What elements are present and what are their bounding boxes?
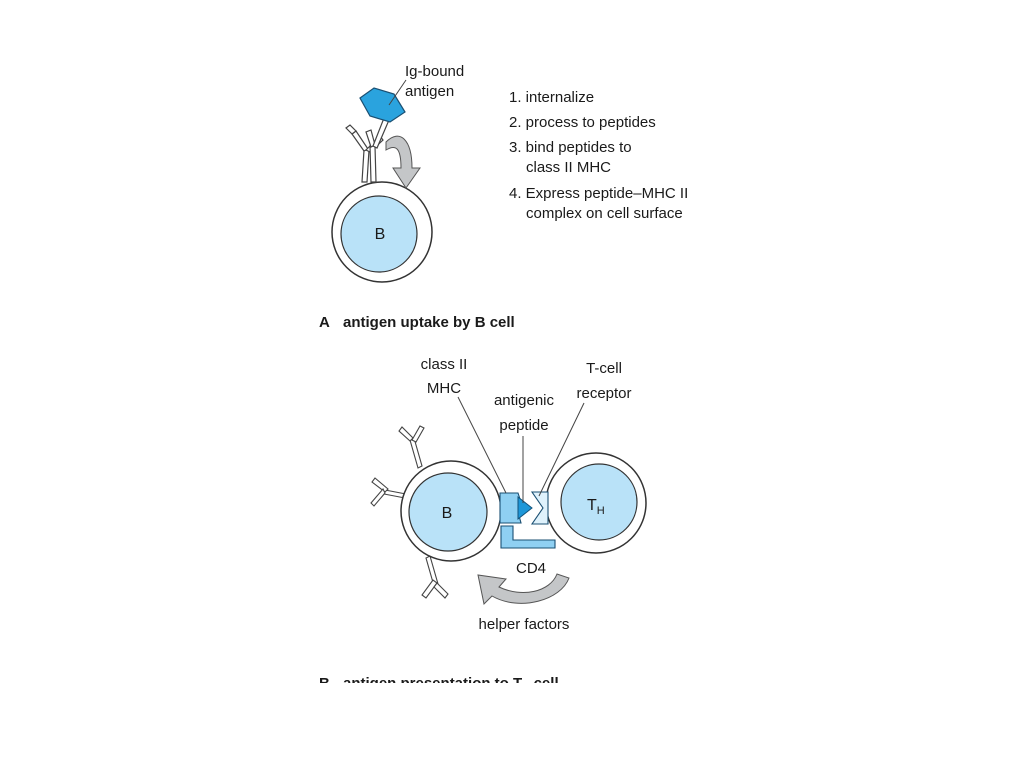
mhc-label-2: MHC [427,380,461,397]
th-cell-nucleus [560,463,638,541]
b-cell-label-b: B [442,505,453,522]
helper-factors-label: helper factors [479,616,570,633]
peptide-label-2: peptide [499,417,548,434]
tcr-label-1: T-cell [586,360,622,377]
mhc-label-1: class II [421,356,468,373]
panel-b: B TH class II MHC T-cell receptor antige… [319,356,647,694]
antibody-icon-b3 [421,555,449,599]
tcr-leader-line [538,402,585,497]
th-main: T [587,497,597,514]
step-1: 1. internalize [509,89,594,106]
antigenic-peptide-icon [517,495,533,521]
cd4-icon [500,525,556,549]
panel-a: B Ig-bound antigen 1. internalize 2. pro… [319,63,688,331]
th-cell-label: TH [587,497,605,517]
peptide-label-1: antigenic [494,392,555,409]
steps-list: 1. internalize 2. process to peptides 3.… [509,89,688,222]
step-4a: 4. Express peptide–MHC II [509,185,688,202]
tcr-label-2: receptor [576,385,631,402]
step-3b: class II MHC [526,159,611,176]
step-2: 2. process to peptides [509,114,656,131]
th-sub: H [597,505,605,517]
step-3a: 3. bind peptides to [509,139,632,156]
antigen-leader-line [388,79,407,106]
bottom-clip-mask [0,683,1024,768]
internalize-arrow-icon [385,135,421,189]
antigen-icon [359,87,406,123]
antibody-icon-b1 [398,425,425,469]
helper-factors-arrow-icon [477,573,570,606]
step-4b: complex on cell surface [526,205,683,222]
ig-bound-label-2: antigen [405,83,454,100]
b-cell-nucleus-b [408,472,488,552]
t-cell-receptor-icon [530,491,549,525]
caption-a-text: antigen uptake by B cell [343,314,515,331]
ig-bound-label-1: Ig-bound [405,63,464,80]
antibody-icon-a2 [365,117,390,183]
caption-a-letter: A [319,314,330,331]
mhc-leader-line [457,396,507,494]
antibody-icon-b2 [370,477,407,507]
b-cell-label-a: B [375,226,386,243]
b-cell-nucleus-a [340,195,418,273]
cd4-label: CD4 [516,560,546,577]
